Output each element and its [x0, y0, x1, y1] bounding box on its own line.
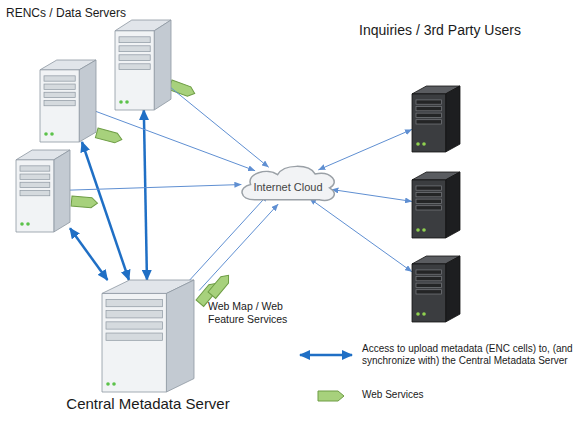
sync-arrow [144, 110, 147, 280]
web-service-tag [208, 272, 232, 298]
renc-server [115, 20, 171, 110]
group-heading: RENCs / Data Servers [6, 6, 126, 20]
server-side [446, 172, 460, 238]
status-led [106, 382, 110, 386]
drive-bay [106, 311, 162, 318]
drive-bay [44, 84, 75, 89]
drive-bay [416, 206, 442, 210]
web-service-tag [95, 128, 123, 144]
drive-bay [20, 182, 50, 187]
server-front [412, 180, 446, 238]
drive-bay [44, 92, 75, 97]
server-icon [16, 150, 70, 232]
server-side [154, 20, 171, 110]
server-front [115, 31, 154, 110]
central-server: Central Metadata Server [102, 280, 194, 392]
server-side [166, 280, 194, 392]
drive-bay [416, 113, 442, 117]
server-front [102, 293, 166, 392]
web-service-tag [71, 196, 98, 208]
status-led [44, 132, 48, 136]
drive-bay [416, 186, 442, 190]
legend-web-service-tag [318, 391, 344, 401]
drive-bay [119, 37, 150, 43]
server-front [40, 70, 79, 142]
access-arrow [199, 204, 278, 290]
server-side [446, 86, 460, 152]
access-arrow [70, 185, 241, 191]
client-server-icon [412, 86, 460, 152]
drive-bay [44, 76, 75, 81]
server-caption: Central Metadata Server [66, 395, 229, 412]
status-led [422, 142, 426, 146]
server-front [412, 94, 446, 152]
service-label: Web Map / Web Feature Services [208, 300, 304, 325]
status-led [112, 382, 116, 386]
drive-bay [416, 270, 442, 274]
server-front [412, 264, 446, 322]
cloud-outline [242, 166, 334, 200]
status-led [20, 222, 24, 226]
drive-bay [20, 174, 50, 179]
drive-bay [416, 199, 442, 203]
drive-bay [44, 100, 75, 105]
drive-bay [416, 283, 442, 287]
drive-bay [20, 190, 50, 195]
client-server-icon [412, 256, 460, 322]
user-server [412, 256, 460, 322]
user-server [412, 86, 460, 152]
sync-arrow [82, 142, 129, 280]
server-icon [40, 60, 96, 142]
drive-bay [416, 277, 442, 281]
access-arrow [96, 111, 255, 170]
status-led [422, 312, 426, 316]
legend-text: Web Services [362, 389, 424, 401]
server-side [54, 150, 70, 232]
drive-bay [106, 322, 162, 329]
server-side [79, 60, 96, 142]
drive-bay [106, 333, 162, 340]
server-icon [115, 20, 171, 110]
server-front [16, 160, 54, 232]
client-server-icon [412, 172, 460, 238]
drive-bay [106, 299, 162, 306]
legend-text: Access to upload metadata (ENC cells) to… [362, 343, 574, 367]
group-heading: Inquiries / 3rd Party Users [359, 22, 521, 39]
server-icon [102, 280, 194, 392]
server-side [446, 256, 460, 322]
drive-bay [416, 290, 442, 294]
access-arrow [309, 198, 412, 271]
drive-bay [416, 120, 442, 124]
renc-server [16, 150, 70, 232]
status-led [119, 100, 123, 104]
status-led [416, 142, 420, 146]
drive-bay [119, 55, 150, 61]
status-led [422, 228, 426, 232]
user-server [412, 172, 460, 238]
access-arrow [189, 195, 268, 281]
status-led [125, 100, 129, 104]
internet-cloud: Internet Cloud [236, 162, 340, 204]
cloud-label: Internet Cloud [253, 181, 322, 193]
access-arrow [171, 88, 269, 168]
drive-bay [20, 166, 50, 171]
drive-bay [119, 64, 150, 70]
legend-sync-arrow [300, 354, 352, 357]
drive-bay [416, 100, 442, 104]
drive-bay [416, 193, 442, 197]
status-led [416, 312, 420, 316]
access-arrow [331, 189, 412, 201]
renc-server [40, 60, 96, 142]
status-led [26, 222, 30, 226]
drive-bay [416, 107, 442, 111]
sync-arrow [70, 228, 107, 280]
drive-bay [119, 46, 150, 52]
access-arrow [318, 129, 412, 170]
status-led [50, 132, 54, 136]
status-led [416, 228, 420, 232]
